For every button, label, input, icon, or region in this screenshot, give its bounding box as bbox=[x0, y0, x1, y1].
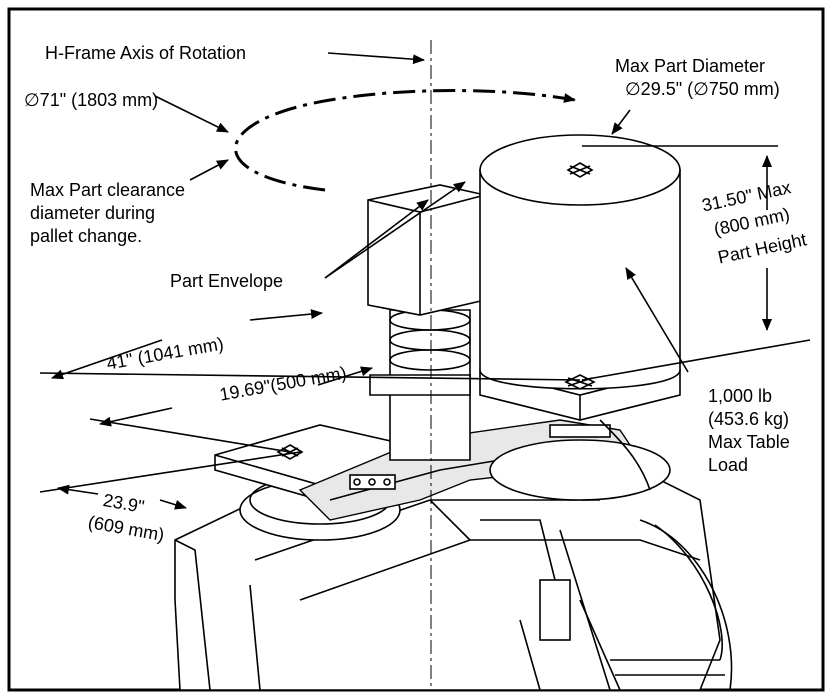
right-pallet bbox=[479, 134, 681, 501]
center-column bbox=[367, 184, 486, 461]
h-frame-axis-label: H-Frame Axis of Rotation bbox=[45, 43, 247, 63]
max-part-diameter-label: Max Part Diameter bbox=[615, 56, 766, 76]
clearance-desc-line3: pallet change. bbox=[30, 226, 143, 246]
load-label-line2: (453.6 kg) bbox=[708, 409, 790, 429]
max-part-diameter-value: ∅29.5" (∅750 mm) bbox=[625, 79, 780, 99]
load-label-line3: Max Table bbox=[708, 432, 790, 452]
load-label-line1: 1,000 lb bbox=[708, 386, 773, 406]
leader-lines bbox=[154, 52, 689, 373]
clearance-desc-line2: diameter during bbox=[30, 203, 156, 223]
load-label-line4: Load bbox=[708, 455, 749, 475]
clearance-circle bbox=[234, 89, 576, 192]
horizontal-dimensions bbox=[39, 309, 581, 510]
height-dimension bbox=[581, 145, 811, 381]
clearance-diameter-label: ∅71" (1803 mm) bbox=[24, 90, 159, 110]
clearance-desc-line1: Max Part clearance bbox=[30, 180, 186, 200]
part-envelope-label: Part Envelope bbox=[170, 271, 284, 291]
